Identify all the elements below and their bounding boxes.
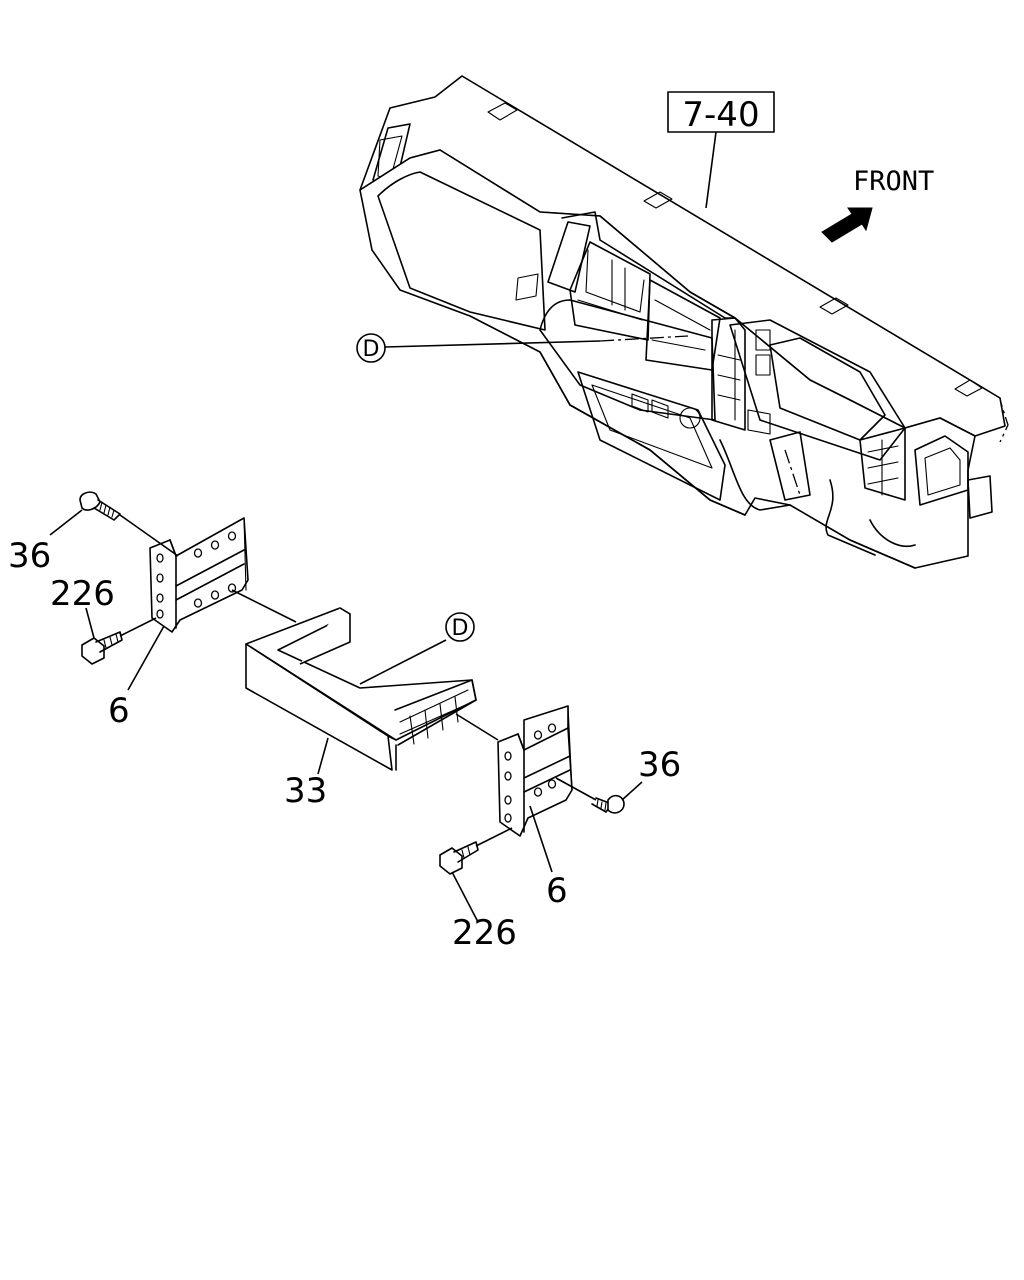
bracket-left — [149, 517, 297, 633]
detail-marker-upper-label: D — [363, 337, 380, 362]
screw-upper-left — [49, 491, 179, 557]
callout-pocket: 33 — [284, 771, 327, 811]
callout-bolt-lower-right: 226 — [452, 913, 517, 953]
screw-right — [555, 777, 643, 814]
reference-box: 7-40 — [667, 91, 775, 209]
front-direction: FRONT — [821, 166, 934, 243]
front-label: FRONT — [853, 166, 934, 197]
callout-bolt-upper-left: 226 — [50, 574, 115, 614]
instrument-panel-assembly — [359, 75, 1009, 569]
bolt-lower-right — [439, 827, 513, 923]
pocket-assembly — [245, 607, 499, 771]
callout-screw-right: 36 — [638, 745, 681, 785]
front-arrow-icon — [821, 207, 873, 243]
detail-marker-upper: D — [356, 333, 689, 363]
callout-screw-upper-left: 36 — [8, 536, 51, 576]
reference-box-label: 7-40 — [682, 95, 759, 135]
detail-marker-lower-label: D — [452, 616, 469, 641]
callout-bracket-right: 6 — [546, 871, 568, 911]
bolt-upper-left — [81, 607, 157, 665]
callout-bracket-left: 6 — [108, 691, 130, 731]
bracket-right — [497, 705, 573, 837]
detail-marker-lower: D — [445, 612, 475, 642]
